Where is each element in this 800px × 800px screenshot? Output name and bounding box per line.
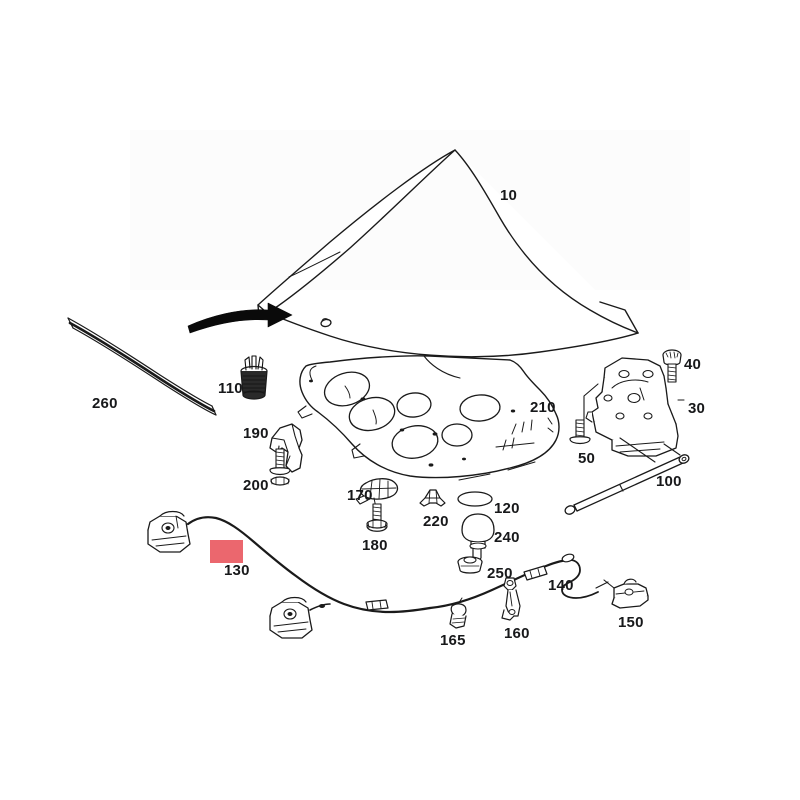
callout-label-170: 170	[347, 487, 373, 504]
hood-seal-strip	[67, 317, 217, 416]
callout-label-40: 40	[684, 356, 702, 373]
callout-label-165: 165	[440, 632, 466, 649]
callout-label-140: 140	[548, 577, 574, 594]
selected-part-highlight[interactable]	[210, 540, 243, 563]
callout-label-160: 160	[504, 625, 530, 642]
bolt-50	[569, 383, 599, 445]
rivet-clip-110	[240, 355, 268, 400]
hood-insulation-panel	[297, 355, 560, 481]
callout-label-210: 210	[530, 399, 556, 416]
callout-label-150: 150	[618, 614, 644, 631]
nut-250	[457, 556, 483, 574]
bracket-160	[501, 577, 521, 621]
release-cable-rear	[428, 553, 609, 610]
callout-label-190: 190	[243, 425, 269, 442]
release-cable-front	[147, 510, 432, 639]
retainer-170	[355, 478, 399, 509]
assembly-direction-arrow	[187, 302, 293, 334]
hood-outer-panel	[257, 149, 639, 358]
callout-label-10: 10	[500, 187, 518, 204]
callout-label-100: 100	[656, 473, 682, 490]
callout-label-220: 220	[423, 513, 449, 530]
callout-label-180: 180	[362, 537, 388, 554]
clip-220	[419, 489, 446, 507]
callout-label-110: 110	[218, 380, 243, 397]
callout-label-130: 130	[224, 562, 250, 579]
bolt-200	[269, 448, 291, 486]
clip-165	[449, 597, 467, 629]
callout-label-50: 50	[578, 450, 596, 467]
hinge-bracket-190	[269, 423, 303, 473]
callout-label-250: 250	[487, 565, 513, 582]
grommet-120	[457, 491, 493, 507]
background-watermark	[130, 130, 690, 290]
cable-end-clip-150	[603, 578, 649, 609]
screw-180	[366, 503, 388, 532]
callout-label-120: 120	[494, 500, 520, 517]
callout-label-260: 260	[92, 395, 118, 412]
callout-label-30: 30	[688, 400, 706, 417]
callout-label-240: 240	[494, 529, 520, 546]
callout-label-200: 200	[243, 477, 269, 494]
hood-latch-assembly	[585, 357, 685, 457]
bolt-40	[662, 349, 682, 383]
gas-strut-100	[564, 437, 690, 515]
buffer-stop-240	[461, 513, 495, 563]
